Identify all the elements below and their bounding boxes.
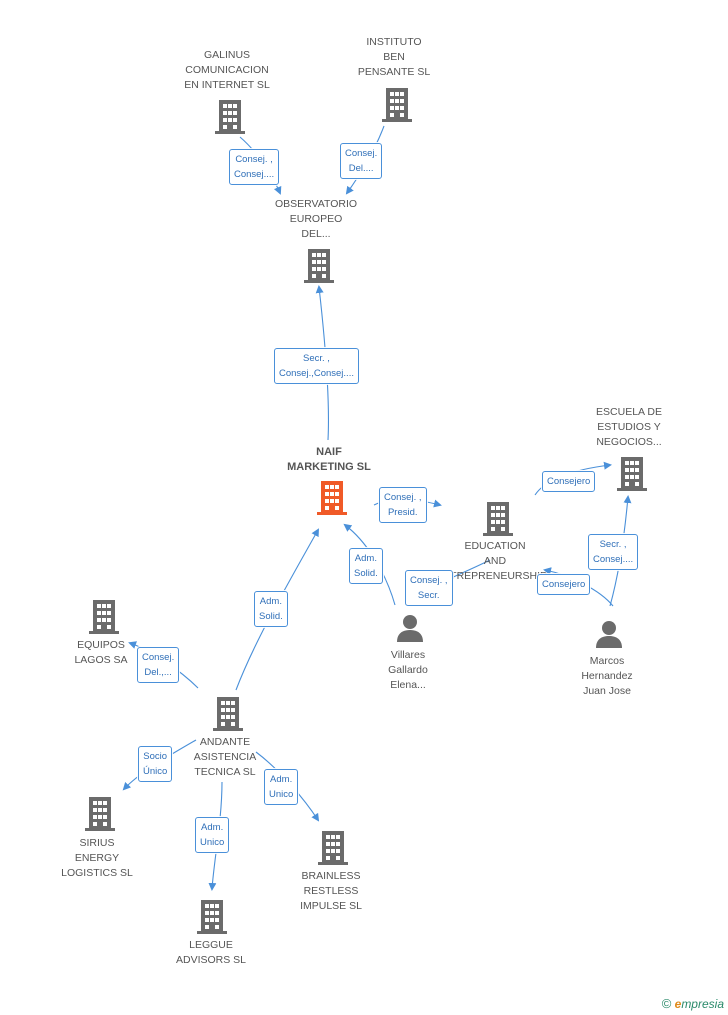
node-label-galinus[interactable]: GALINUS COMUNICACION EN INTERNET SL bbox=[184, 49, 270, 91]
building-icon[interactable] bbox=[89, 600, 119, 634]
node-label-instituto[interactable]: INSTITUTO BEN PENSANTE SL bbox=[357, 36, 431, 78]
node-label-marcos[interactable]: Marcos Hernandez Juan Jose bbox=[581, 655, 633, 697]
person-icon[interactable] bbox=[595, 620, 623, 648]
edge-label-villares-education[interactable]: Consej. , Secr. bbox=[405, 570, 453, 606]
edge-label-naif-observatorio[interactable]: Secr. , Consej.,Consej.... bbox=[274, 348, 359, 384]
node-label-equipos[interactable]: EQUIPOS LAGOS SA bbox=[74, 639, 128, 666]
node-label-villares[interactable]: Villares Gallardo Elena... bbox=[388, 649, 428, 691]
edge-label-andante-naif[interactable]: Adm. Solid. bbox=[254, 591, 288, 627]
building-icon[interactable] bbox=[197, 900, 227, 934]
building-icon[interactable] bbox=[304, 249, 334, 283]
edge-label-naif-education[interactable]: Consej. , Presid. bbox=[379, 487, 427, 523]
edge-label-instituto-observatorio[interactable]: Consej. Del.... bbox=[340, 143, 383, 179]
edge-label-andante-leggue[interactable]: Adm. Unico bbox=[195, 817, 230, 853]
edge-label-galinus-observatorio[interactable]: Consej. , Consej.... bbox=[229, 149, 280, 185]
building-icon[interactable] bbox=[318, 831, 348, 865]
copyright-symbol: © bbox=[661, 996, 672, 1011]
building-icon[interactable] bbox=[317, 481, 347, 515]
building-icon[interactable] bbox=[213, 697, 243, 731]
building-icon[interactable] bbox=[382, 88, 412, 122]
edge-label-education-escuela[interactable]: Consejero bbox=[542, 471, 596, 492]
node-label-sirius[interactable]: SIRIUS ENERGY LOGISTICS SL bbox=[61, 837, 133, 879]
building-icon[interactable] bbox=[85, 797, 115, 831]
edge-label-andante-sirius[interactable]: Socio Único bbox=[138, 746, 173, 782]
brand-rest: mpresia bbox=[681, 997, 724, 1011]
building-icon[interactable] bbox=[617, 457, 647, 491]
edge-label-marcos-education[interactable]: Consejero bbox=[537, 574, 591, 595]
empresia-logo[interactable]: © empresia bbox=[662, 996, 724, 1011]
node-label-education[interactable]: EDUCATION AND ENTREPRENEURSHIP... bbox=[435, 540, 555, 582]
person-icon[interactable] bbox=[396, 614, 424, 642]
node-label-naif-marketing[interactable]: NAIF MARKETING SL bbox=[287, 446, 371, 473]
edge-label-andante-equipos[interactable]: Consej. Del.,... bbox=[137, 647, 180, 683]
brand-e: e bbox=[674, 997, 682, 1011]
node-label-escuela[interactable]: ESCUELA DE ESTUDIOS Y NEGOCIOS... bbox=[596, 406, 662, 448]
node-label-andante[interactable]: ANDANTE ASISTENCIA TECNICA SL bbox=[193, 736, 257, 778]
edge-label-marcos-escuela[interactable]: Secr. , Consej.... bbox=[588, 534, 639, 570]
node-label-observatorio[interactable]: OBSERVATORIO EUROPEO DEL... bbox=[274, 198, 358, 240]
node-label-brainless[interactable]: BRAINLESS RESTLESS IMPULSE SL bbox=[300, 870, 362, 912]
edge-label-andante-brainless[interactable]: Adm. Unico bbox=[264, 769, 299, 805]
building-icon[interactable] bbox=[483, 502, 513, 536]
edge-label-villares-naif[interactable]: Adm. Solid. bbox=[349, 548, 383, 584]
node-label-leggue[interactable]: LEGGUE ADVISORS SL bbox=[175, 939, 247, 966]
building-icon[interactable] bbox=[215, 100, 245, 134]
